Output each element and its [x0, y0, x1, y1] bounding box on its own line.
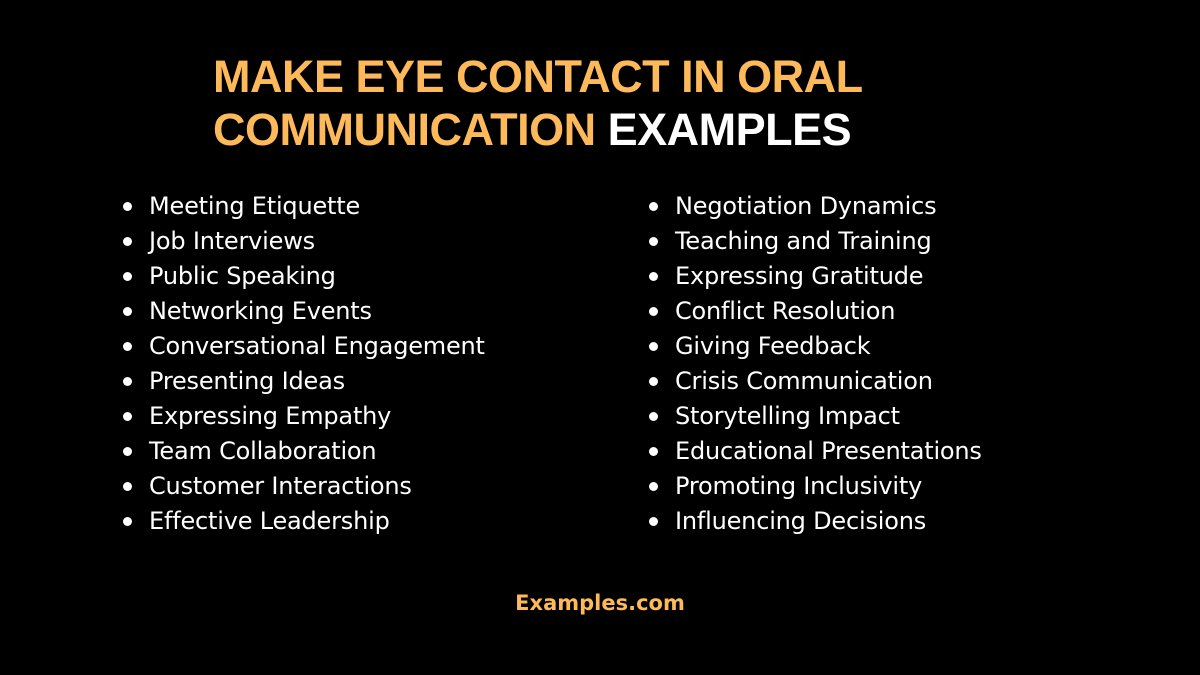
examples-list-right: Negotiation Dynamics Teaching and Traini…	[646, 189, 982, 539]
list-item: Expressing Gratitude	[646, 259, 982, 294]
list-item: Networking Events	[120, 294, 485, 329]
title-line-1: MAKE EYE CONTACT IN ORAL	[213, 51, 863, 102]
list-item: Effective Leadership	[120, 504, 485, 539]
list-item: Negotiation Dynamics	[646, 189, 982, 224]
bullet-icon	[123, 482, 132, 491]
bullet-icon	[123, 202, 132, 211]
list-item: Educational Presentations	[646, 434, 982, 469]
bullet-icon	[649, 482, 658, 491]
bullet-icon	[123, 377, 132, 386]
bullet-icon	[649, 412, 658, 421]
bullet-icon	[649, 377, 658, 386]
title-line-2: COMMUNICATION EXAMPLES	[213, 103, 933, 156]
list-item: Team Collaboration	[120, 434, 485, 469]
bullet-icon	[123, 237, 132, 246]
footer-brand: Examples.com	[515, 591, 685, 615]
page-title: MAKE EYE CONTACT IN ORAL COMMUNICATION E…	[213, 50, 933, 156]
list-item: Giving Feedback	[646, 329, 982, 364]
list-item: Crisis Communication	[646, 364, 982, 399]
bullet-icon	[649, 202, 658, 211]
list-item: Storytelling Impact	[646, 399, 982, 434]
bullet-icon	[649, 307, 658, 316]
list-item: Promoting Inclusivity	[646, 469, 982, 504]
bullet-icon	[123, 517, 132, 526]
bullet-icon	[649, 272, 658, 281]
bullet-icon	[649, 342, 658, 351]
list-item: Customer Interactions	[120, 469, 485, 504]
list-item: Meeting Etiquette	[120, 189, 485, 224]
bullet-icon	[123, 412, 132, 421]
bullet-icon	[649, 447, 658, 456]
bullet-icon	[649, 237, 658, 246]
list-item: Conflict Resolution	[646, 294, 982, 329]
title-white-word: EXAMPLES	[607, 104, 852, 155]
list-item: Teaching and Training	[646, 224, 982, 259]
list-item: Influencing Decisions	[646, 504, 982, 539]
bullet-icon	[649, 517, 658, 526]
list-item: Conversational Engagement	[120, 329, 485, 364]
list-item: Job Interviews	[120, 224, 485, 259]
bullet-icon	[123, 307, 132, 316]
bullet-icon	[123, 447, 132, 456]
list-item: Presenting Ideas	[120, 364, 485, 399]
examples-list-left: Meeting Etiquette Job Interviews Public …	[120, 189, 485, 539]
bullet-icon	[123, 342, 132, 351]
title-accent-word: COMMUNICATION	[213, 104, 596, 155]
list-item: Expressing Empathy	[120, 399, 485, 434]
list-item: Public Speaking	[120, 259, 485, 294]
bullet-icon	[123, 272, 132, 281]
